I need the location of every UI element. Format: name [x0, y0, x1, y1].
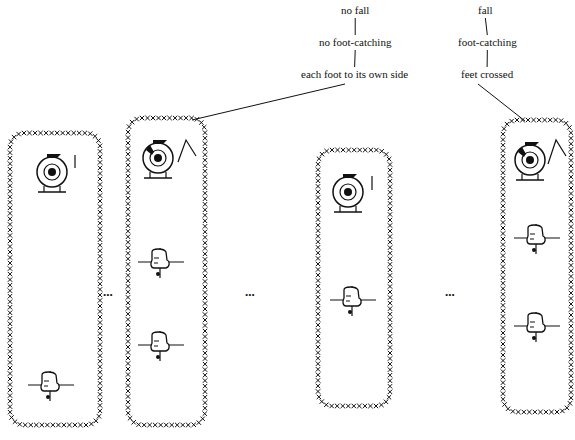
criterion-text: no fall: [341, 4, 369, 17]
cross-border: [126, 116, 207, 427]
criterion-node: feet crossed: [459, 67, 515, 82]
criterion-text: each foot to its own side: [301, 68, 408, 81]
cross-border: [8, 131, 102, 427]
ellipsis-label: ...: [103, 284, 113, 300]
criterion-text: no foot-catching: [319, 36, 391, 49]
ellipsis-label: ...: [445, 284, 455, 300]
criterion-text: foot-catching: [458, 36, 517, 49]
cross-border: [316, 148, 392, 408]
criterion-text: feet crossed: [461, 68, 513, 81]
frame-borders: [8, 116, 573, 427]
cross-border: [501, 118, 573, 414]
criterion-node: each foot to its own side: [299, 67, 410, 82]
tree-link: [487, 50, 488, 67]
criterion-node: foot-catching: [456, 35, 519, 50]
ellipsis-label: ...: [245, 284, 255, 300]
criterion-node: no fall: [339, 3, 371, 18]
criterion-text: fall: [478, 4, 493, 17]
criterion-node: no foot-catching: [317, 35, 393, 50]
tree-link: [354, 50, 356, 67]
criterion-node: fall: [476, 3, 495, 18]
tree-link: [485, 18, 487, 35]
tree-link: [355, 18, 356, 35]
